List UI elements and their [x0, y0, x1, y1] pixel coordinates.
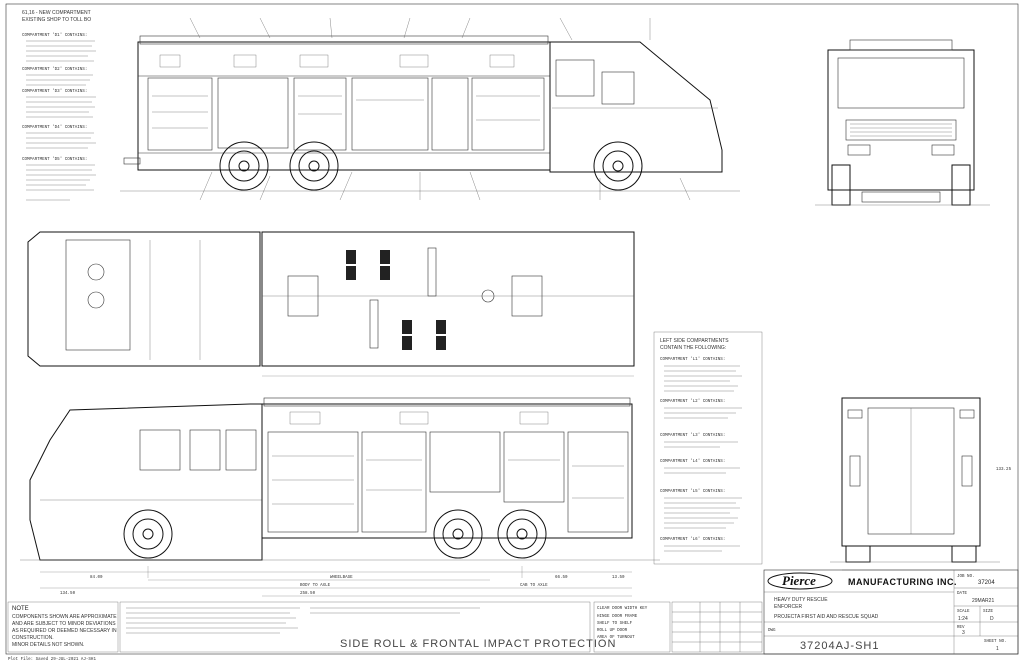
- dim-height: 133.25: [996, 468, 1012, 472]
- rev-label: REV: [957, 626, 965, 630]
- note-line: COMPARTMENT 'L1' CONTAINS:: [660, 357, 725, 362]
- note-line: EXISTING SHOP TO TOLL BO: [22, 17, 91, 23]
- plot-footer: Plot File: Saved 29-JUL-2021 AJ-SH1: [8, 657, 96, 662]
- dimension-labels: WHEELBASE 84.00 66.50 13.50 BODY TO AXLE…: [60, 468, 1012, 596]
- note-line: COMPARTMENT 'D3' CONTAINS:: [22, 89, 87, 94]
- scale-value: 1:24: [958, 616, 968, 622]
- rear-view: [830, 397, 1000, 571]
- drawing-number: 37204AJ-SH1: [800, 640, 880, 652]
- customer-name: PROJECTA FIRST AID AND RESCUE SQUAD: [774, 614, 879, 620]
- note-line: COMPARTMENT 'L2' CONTAINS:: [660, 399, 725, 404]
- note-line: CONSTRUCTION.: [12, 635, 54, 641]
- rev-value: 3: [962, 630, 965, 636]
- note-line: AS REQUIRED OR DEEMED NECESSARY IN: [12, 628, 117, 634]
- pierce-logo: [767, 572, 833, 590]
- note-line: MINOR DETAILS NOT SHOWN.: [12, 642, 84, 648]
- note-line: CONTAIN THE FOLLOWING:: [660, 345, 726, 351]
- sheet-border: [5, 3, 1019, 655]
- dim-body-length: 258.50: [300, 592, 316, 596]
- dim-bottom-b: 66.50: [555, 576, 568, 580]
- drawn-by: DWG: [768, 629, 776, 633]
- title-block: Pierce MANUFACTURING INC. JOB NO. 37204 …: [763, 569, 1019, 655]
- dim-body-to-axle: BODY TO AXLE: [300, 584, 331, 588]
- revision-table: [671, 601, 763, 653]
- dim-cab-to-axle: CAB TO AXLE: [520, 584, 548, 588]
- note-title: NOTE: [12, 606, 29, 612]
- size-label: SIZE: [983, 610, 994, 614]
- logo-text: Pierce: [782, 573, 816, 588]
- front-view: [815, 39, 990, 206]
- scale-label: SCALE: [957, 610, 970, 614]
- sheet-value: 1: [996, 646, 999, 652]
- note-line: COMPARTMENT 'L5' CONTAINS:: [660, 489, 725, 494]
- note-line: COMPONENTS SHOWN ARE APPROXIMATE: [12, 614, 117, 620]
- note-line: 61,16 - NEW COMPARTMENT: [22, 10, 91, 16]
- notes-right-mid: LEFT SIDE COMPARTMENTS CONTAIN THE FOLLO…: [653, 331, 763, 565]
- dim-bottom-a: 84.00: [90, 576, 103, 580]
- company-name: MANUFACTURING INC.: [848, 577, 957, 587]
- date-label: DATE: [957, 592, 968, 596]
- size-value: D: [990, 616, 994, 622]
- note-line: COMPARTMENT 'D2' CONTAINS:: [22, 67, 87, 72]
- apparatus-type: HEAVY DUTY RESCUE: [774, 597, 828, 603]
- clear-door-key: CLEAR DOOR WIDTH KEY HINGE DOOR FRAME SH…: [593, 601, 671, 653]
- bottom-banner: SIDE ROLL & FRONTAL IMPACT PROTECTION: [340, 638, 616, 650]
- note-line: AND ARE SUBJECT TO MINOR DEVIATIONS: [12, 621, 116, 627]
- date-value: 29MAR21: [972, 598, 994, 604]
- job-label: JOB NO.: [957, 575, 975, 579]
- clear-door-row: AREA OF TURNOUT: [597, 636, 635, 640]
- clear-door-row: SHELF TO SHELF: [597, 622, 633, 626]
- note-line: COMPARTMENT 'L4' CONTAINS:: [660, 459, 725, 464]
- bottom-notes: [119, 601, 591, 653]
- notes-top-left: 61,16 - NEW COMPARTMENT EXISTING SHOP TO…: [22, 10, 96, 201]
- clear-door-row: HINGE DOOR FRAME: [597, 615, 638, 619]
- side-view-left: [20, 397, 660, 597]
- note-block: NOTE COMPONENTS SHOWN ARE APPROXIMATE AN…: [7, 601, 119, 653]
- job-no: 37204: [978, 580, 995, 586]
- note-line: COMPARTMENT 'D5' CONTAINS:: [22, 157, 87, 162]
- note-line: COMPARTMENT 'L3' CONTAINS:: [660, 433, 725, 438]
- note-line: COMPARTMENT 'D4' CONTAINS:: [22, 125, 87, 130]
- dim-overall-length: 134.50: [60, 592, 76, 596]
- plan-view: [27, 231, 635, 377]
- sheet-label: SHEET NO.: [984, 640, 1007, 644]
- note-line: COMPARTMENT 'L6' CONTAINS:: [660, 537, 725, 542]
- dim-bottom-c: 13.50: [612, 576, 625, 580]
- note-line: LEFT SIDE COMPARTMENTS: [660, 338, 729, 344]
- clear-door-title: CLEAR DOOR WIDTH KEY: [597, 607, 648, 611]
- apparatus-model: ENFORCER: [774, 604, 802, 610]
- clear-door-row: ROLL UP DOOR: [597, 629, 628, 633]
- note-line: COMPARTMENT 'D1' CONTAINS:: [22, 33, 87, 38]
- side-view-right: [120, 17, 740, 201]
- dim-wheelbase: WHEELBASE: [330, 576, 353, 580]
